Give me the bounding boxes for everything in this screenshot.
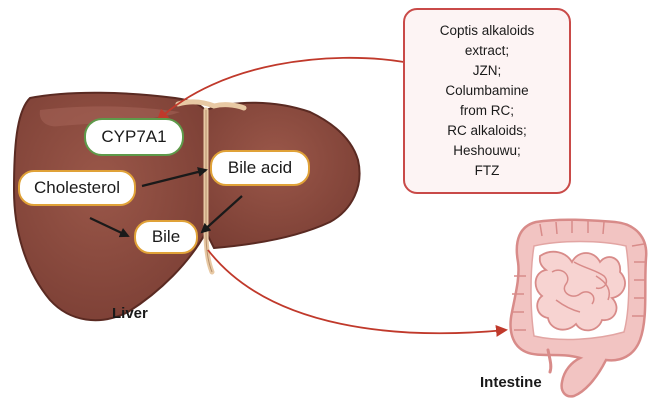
drug-line: Coptis alkaloids: [439, 23, 535, 38]
drug-line: RC alkaloids;: [447, 123, 527, 138]
haustra-lines: [512, 221, 646, 331]
bile-node: Bile: [134, 220, 198, 254]
intestine-illustration: [509, 218, 648, 398]
drug-line: Columbamine: [445, 83, 529, 98]
appendix: [546, 348, 553, 374]
bile-acid-to-bile-arrow: [200, 195, 243, 234]
cyp7a1-label: CYP7A1: [101, 127, 167, 146]
small-intestine-folds: [551, 261, 610, 313]
drug-line: Heshouwu;: [453, 143, 521, 158]
drug-line: JZN;: [472, 63, 502, 78]
arrows: [89, 56, 508, 337]
liver-caption: Liver: [112, 305, 148, 322]
liver-to-intestine-arrow: [207, 249, 508, 337]
cholesterol-node: Cholesterol: [18, 170, 136, 206]
drug-line: from RC;: [460, 103, 514, 118]
liver-illustration: [12, 91, 361, 322]
cholesterol-to-bile-acid-arrow: [141, 167, 208, 188]
small-intestine: [534, 250, 626, 332]
bile-label: Bile: [151, 227, 181, 246]
cholesterol-to-bile-arrow: [89, 217, 130, 238]
cholesterol-label: Cholesterol: [34, 178, 120, 197]
bile-acid-node: Bile acid: [210, 150, 310, 186]
drug-to-cyp7a1-arrow: [156, 56, 405, 122]
drug-line: extract;: [464, 43, 510, 58]
drug-line: FTZ: [474, 163, 500, 178]
liver-highlight: [39, 106, 180, 127]
bile-acid-label: Bile acid: [227, 158, 293, 177]
intestine-caption: Intestine: [480, 374, 542, 391]
cyp7a1-node: CYP7A1: [84, 118, 184, 156]
drug-list-box: Coptis alkaloids extract; JZN; Columbami…: [403, 8, 571, 194]
